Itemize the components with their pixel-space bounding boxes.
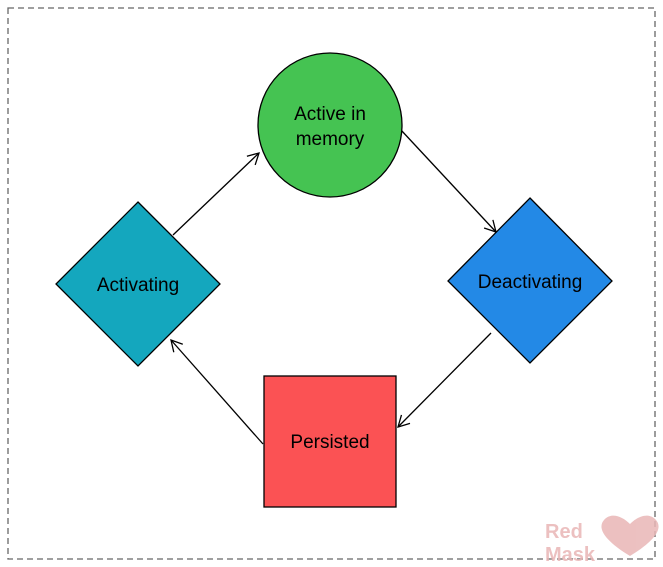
edge-persisted-to-activating — [170, 338, 264, 445]
activating-label: Activating — [97, 275, 179, 296]
node-active-in-memory: Active in memory — [257, 52, 403, 198]
active-label-line2: memory — [296, 129, 365, 150]
watermark-heart-icon — [601, 515, 659, 556]
deactivating-diamond-shape — [447, 197, 613, 364]
node-deactivating: Deactivating — [447, 197, 613, 364]
persisted-square-shape — [263, 375, 397, 508]
watermark-line2: Mask — [545, 544, 596, 566]
edge-active-to-deactivating — [400, 129, 497, 233]
activating-diamond-shape — [55, 201, 221, 367]
edge-deactivating-to-persisted — [397, 332, 492, 428]
active-label-line1: Active in — [294, 104, 366, 125]
active-circle-shape — [257, 52, 403, 198]
node-activating: Activating — [55, 201, 221, 367]
watermark-line1: Red — [545, 521, 583, 543]
watermark-logo: Red Mask — [545, 515, 659, 566]
deactivating-label: Deactivating — [478, 272, 583, 293]
edge-activating-to-active — [172, 152, 260, 236]
persisted-label: Persisted — [290, 432, 369, 453]
node-persisted: Persisted — [263, 375, 397, 508]
